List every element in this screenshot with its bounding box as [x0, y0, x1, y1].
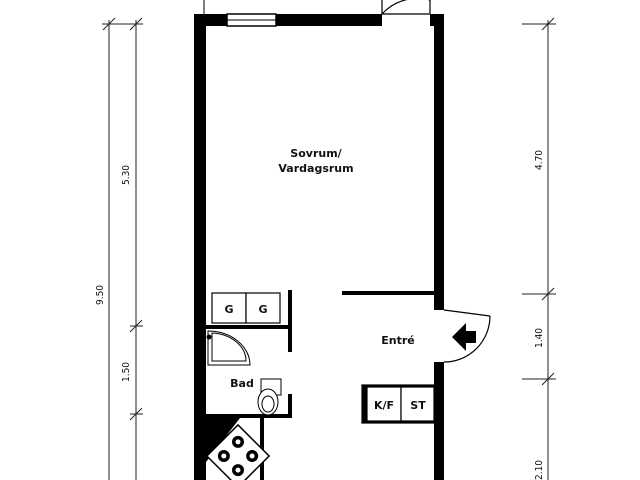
dim-tick-4	[129, 407, 143, 421]
wall-top-mid	[276, 14, 382, 26]
balcony-door	[381, 0, 431, 15]
wardrobe-2-label: G	[258, 303, 267, 316]
wall-bath-bottom	[204, 414, 292, 418]
dim-tick-1	[102, 17, 116, 31]
wall-right-upper	[434, 14, 444, 310]
window-top	[226, 13, 277, 27]
room-label-entry: Entré	[381, 334, 415, 347]
fridge-freezer-unit	[366, 386, 402, 422]
entry-door	[443, 309, 491, 363]
room-label-living-2: Vardagsrum	[278, 162, 353, 175]
dim-tick-r2	[541, 287, 555, 301]
wall-right-lower	[434, 362, 444, 480]
left-dimension-lines	[102, 17, 143, 480]
wardrobe-2	[245, 292, 281, 324]
dim-tick-r1	[541, 17, 555, 31]
fridge-freezer-label: K/F	[374, 399, 394, 412]
storage-label: ST	[410, 399, 426, 412]
dim-left-total: 9.50	[95, 285, 106, 305]
wall-bath-right-lower	[288, 394, 292, 416]
toilet	[257, 388, 279, 416]
storage-unit	[400, 386, 435, 422]
dim-tick-r3	[541, 372, 555, 386]
wardrobe-1	[211, 292, 247, 324]
dim-left-lower: 1.50	[121, 362, 132, 382]
dim-tick-3	[129, 319, 143, 333]
dim-left-upper: 5.30	[121, 165, 132, 185]
dim-tick-2	[129, 17, 143, 31]
wall-bath-right	[288, 290, 292, 352]
dim-right-upper: 4.70	[534, 150, 545, 170]
entry-arrow-icon	[452, 323, 476, 351]
wall-partition-right	[342, 291, 438, 295]
dim-right-lower: 2.10	[534, 460, 545, 480]
shower	[206, 330, 251, 366]
storage-units	[361, 384, 435, 424]
room-label-living-1: Sovrum/	[290, 147, 342, 160]
wall-bath-top	[204, 325, 292, 329]
stove	[205, 423, 271, 480]
wall-left	[194, 14, 206, 480]
wardrobes	[211, 292, 281, 324]
dim-right-middle: 1.40	[534, 328, 545, 348]
walls	[194, 14, 444, 480]
wardrobe-1-label: G	[224, 303, 233, 316]
room-label-bath: Bad	[230, 377, 254, 390]
right-dimension-lines	[522, 17, 556, 480]
